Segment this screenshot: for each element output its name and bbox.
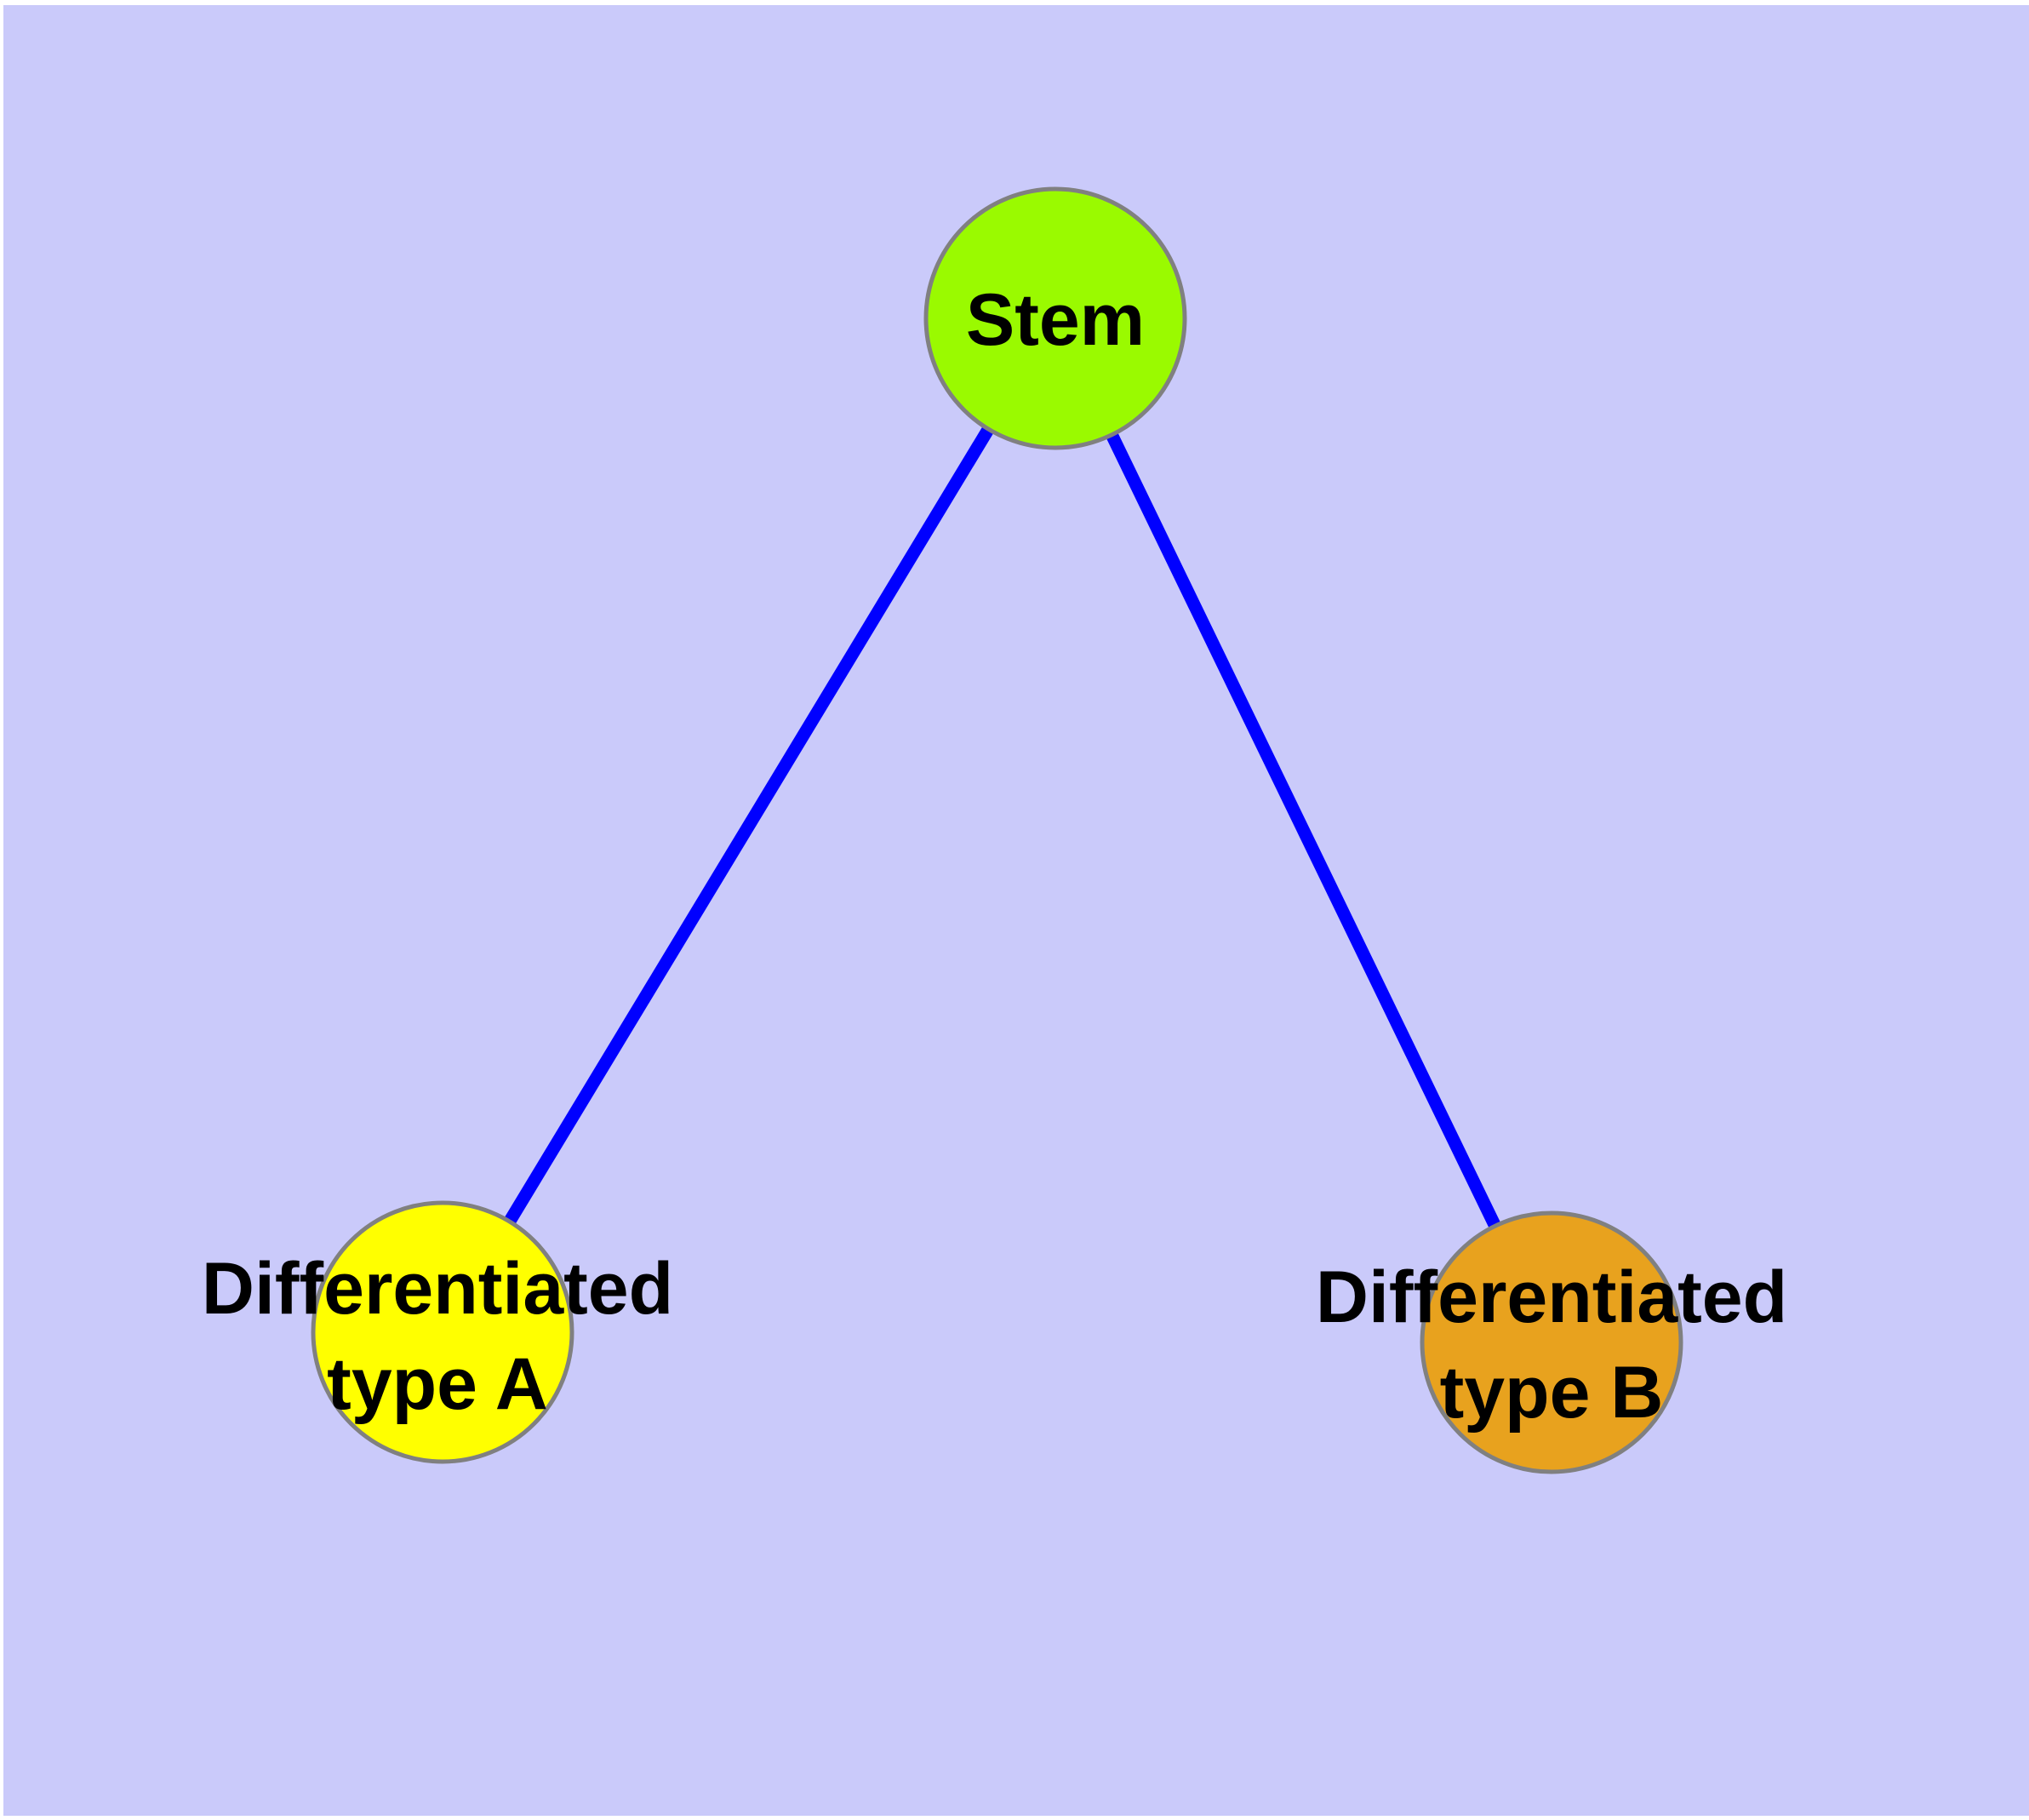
edge-stem-to-type-b — [1049, 315, 1557, 1346]
node-type-b-circle — [1420, 1210, 1683, 1474]
node-type-a-circle — [311, 1200, 574, 1464]
edge-stem-to-type-a — [437, 315, 1061, 1336]
node-stem-circle — [923, 186, 1187, 450]
